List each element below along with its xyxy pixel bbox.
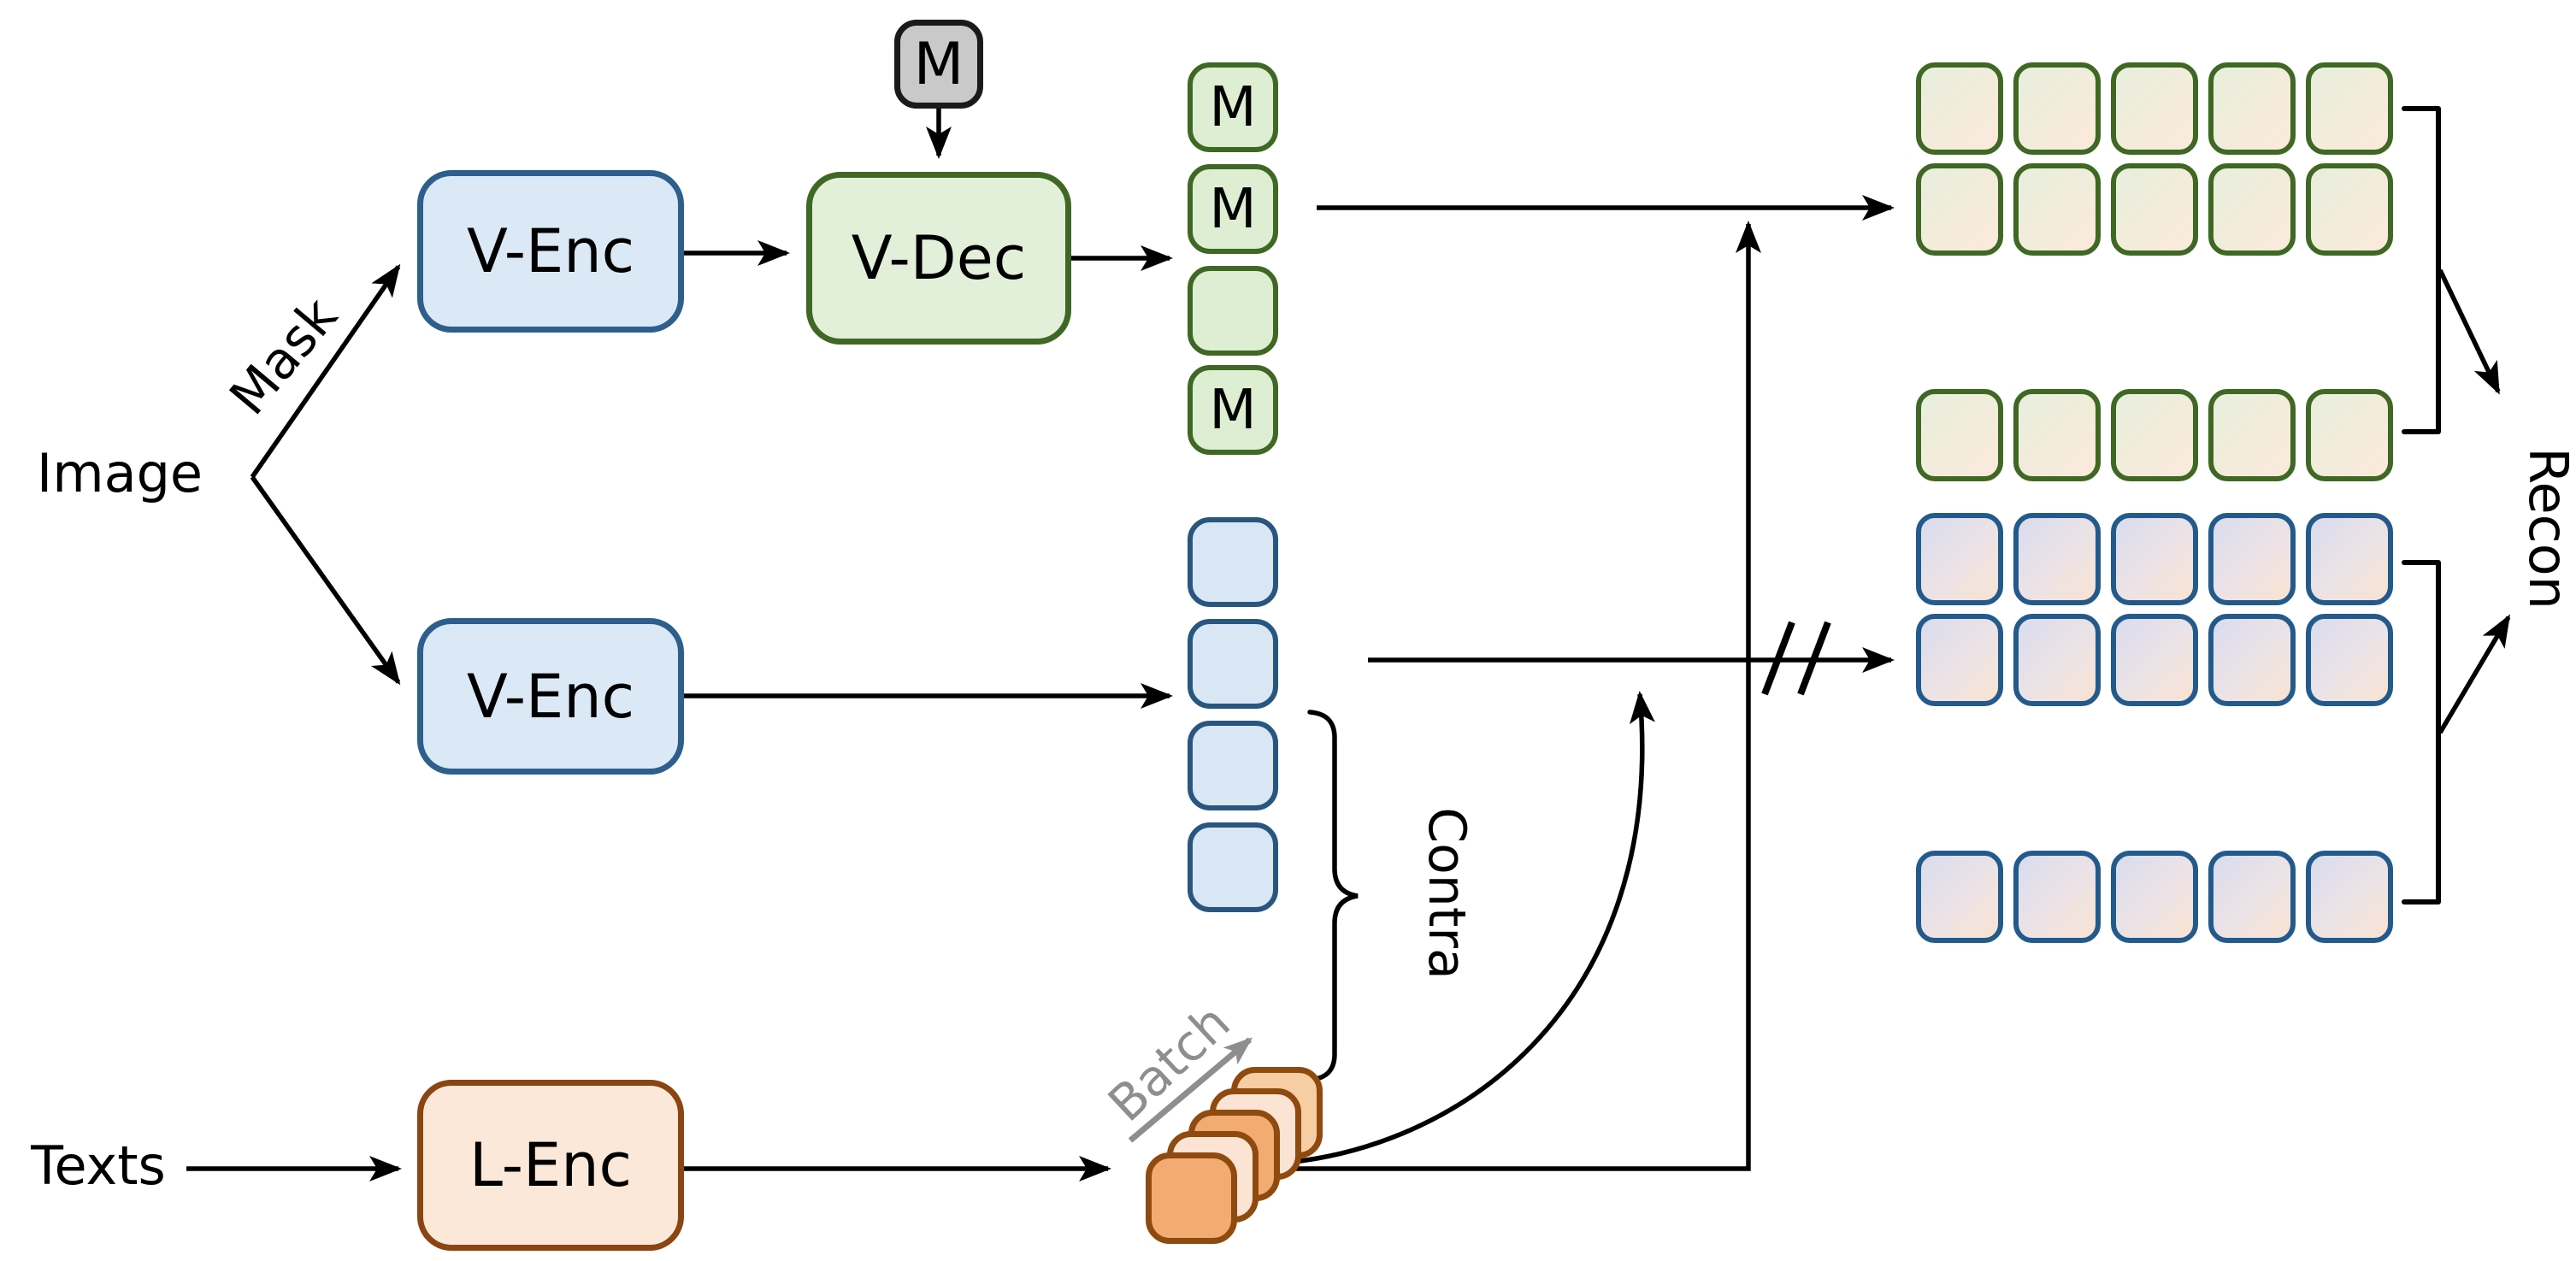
green-grid-token bbox=[2013, 389, 2101, 481]
green-grid-token bbox=[2306, 62, 2393, 155]
image-label: Image bbox=[36, 442, 203, 504]
blue-grid-token bbox=[2208, 614, 2296, 706]
l-enc-label: L-Enc bbox=[469, 1130, 633, 1200]
blue-grid-token bbox=[1916, 851, 2003, 943]
blue-grid-token bbox=[2013, 614, 2101, 706]
blue-grid-row-2 bbox=[1916, 851, 2393, 943]
green-grid-row-1 bbox=[1916, 163, 2393, 256]
v-enc-bottom-label: V-Enc bbox=[466, 661, 635, 732]
visible-token-1 bbox=[1188, 619, 1278, 709]
blue-grid-token bbox=[1916, 513, 2003, 605]
masked-token-3: M bbox=[1188, 365, 1278, 455]
green-grid-token bbox=[2208, 389, 2296, 481]
green-grid-bracket bbox=[2402, 106, 2441, 434]
green-grid-row-2 bbox=[1916, 389, 2393, 481]
blue-grid-token bbox=[1916, 614, 2003, 706]
batch-direction-arrow bbox=[1128, 1037, 1253, 1143]
arrow-batch-features-up bbox=[1244, 221, 1761, 1171]
texts-label: Texts bbox=[31, 1134, 166, 1197]
blue-grid-token bbox=[2111, 851, 2198, 943]
v-dec-box: V-Dec bbox=[806, 172, 1071, 345]
green-grid-token bbox=[2111, 62, 2198, 155]
arrow-contrastive-arc bbox=[1256, 691, 1655, 1167]
green-grid-token bbox=[2306, 163, 2393, 256]
v-enc-bottom-box: V-Enc bbox=[417, 618, 684, 775]
v-enc-top-label: V-Enc bbox=[466, 216, 635, 286]
stopgrad-slash-1 bbox=[1761, 621, 1795, 696]
mask-token-box: M bbox=[894, 20, 983, 109]
visible-token-3 bbox=[1188, 822, 1278, 912]
l-enc-box: L-Enc bbox=[417, 1080, 684, 1251]
v-enc-top-box: V-Enc bbox=[417, 170, 684, 333]
green-grid-token bbox=[1916, 62, 2003, 155]
blue-grid-token bbox=[2306, 614, 2393, 706]
blue-grid-token bbox=[2111, 513, 2198, 605]
v-dec-label: V-Dec bbox=[851, 223, 1027, 293]
arrow-image-to-venc-bottom bbox=[250, 475, 401, 686]
masked-token-2 bbox=[1188, 266, 1278, 356]
arrow-blue-bracket-to-recon bbox=[2437, 614, 2511, 734]
green-grid-token bbox=[2208, 62, 2296, 155]
green-grid-token bbox=[2111, 163, 2198, 256]
mask-token-label: M bbox=[913, 30, 964, 98]
green-grid-token bbox=[2306, 389, 2393, 481]
blue-grid-token bbox=[2306, 513, 2393, 605]
blue-grid-token bbox=[2208, 513, 2296, 605]
batch-token-0 bbox=[1146, 1152, 1237, 1244]
green-grid-row-0 bbox=[1916, 62, 2393, 155]
visible-token-2 bbox=[1188, 721, 1278, 810]
blue-grid-token bbox=[2013, 851, 2101, 943]
blue-grid-row-0 bbox=[1916, 513, 2393, 605]
blue-grid-token bbox=[2306, 851, 2393, 943]
green-grid-token bbox=[1916, 163, 2003, 256]
recon-label: Recon bbox=[2517, 447, 2576, 610]
arrow-green-bracket-to-recon bbox=[2437, 268, 2501, 395]
green-grid-token bbox=[2013, 62, 2101, 155]
green-grid-token bbox=[2013, 163, 2101, 256]
green-grid-token bbox=[1916, 389, 2003, 481]
green-grid-token bbox=[2208, 163, 2296, 256]
blue-grid-row-1 bbox=[1916, 614, 2393, 706]
contra-brace bbox=[1307, 710, 1359, 1082]
masked-token-1: M bbox=[1188, 164, 1278, 254]
contra-label: Contra bbox=[1417, 807, 1477, 980]
blue-grid-token bbox=[2208, 851, 2296, 943]
blue-grid-token bbox=[2013, 513, 2101, 605]
arrow-image-to-venc-top bbox=[250, 263, 401, 479]
visible-token-0 bbox=[1188, 517, 1278, 607]
stopgrad-slash-2 bbox=[1797, 621, 1831, 696]
green-grid-token bbox=[2111, 389, 2198, 481]
masked-token-0: M bbox=[1188, 62, 1278, 152]
blue-grid-bracket bbox=[2402, 560, 2441, 905]
blue-grid-token bbox=[2111, 614, 2198, 706]
